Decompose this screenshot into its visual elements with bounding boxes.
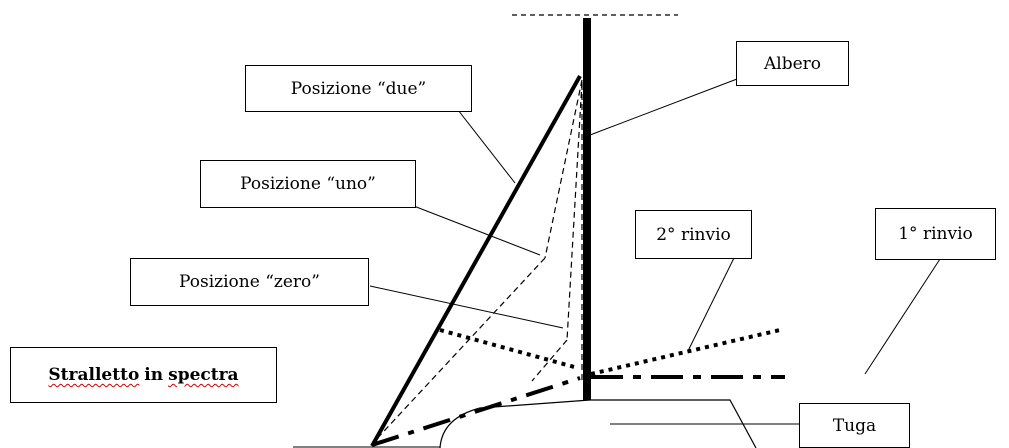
leader-2-rinvio: [687, 257, 735, 352]
label-1-rinvio: 1° rinvio: [875, 208, 996, 260]
stay-position-zero-lower: [531, 339, 568, 382]
label-posizione-zero: Posizione “zero”: [130, 258, 369, 306]
label-posizione-due: Posizione “due”: [245, 65, 472, 112]
stay-position-uno-lower: [371, 257, 546, 445]
stay-position-uno: [544, 79, 583, 259]
dotted-line-right: [590, 328, 781, 376]
label-tuga: Tuga: [799, 403, 910, 448]
dotted-line-left: [439, 328, 579, 370]
label-albero: Albero: [736, 41, 849, 86]
leader-posizione-zero: [369, 285, 564, 329]
note-word-in: in: [144, 365, 164, 385]
leader-1-rinvio: [864, 258, 941, 375]
label-2-rinvio: 2° rinvio: [635, 210, 752, 259]
stay-position-due: [370, 75, 582, 447]
tuga-outline: [439, 399, 757, 448]
note-stralletto: Stralletto in spectra: [10, 347, 277, 403]
leader-albero: [589, 78, 738, 136]
note-word-spectra: spectra: [168, 365, 239, 385]
dash-dot-line-left: [371, 376, 581, 447]
label-posizione-uno: Posizione “uno”: [200, 160, 416, 208]
stay-position-zero: [566, 81, 583, 341]
leader-posizione-due: [457, 109, 516, 184]
note-word-stralletto: Stralletto: [48, 365, 140, 385]
